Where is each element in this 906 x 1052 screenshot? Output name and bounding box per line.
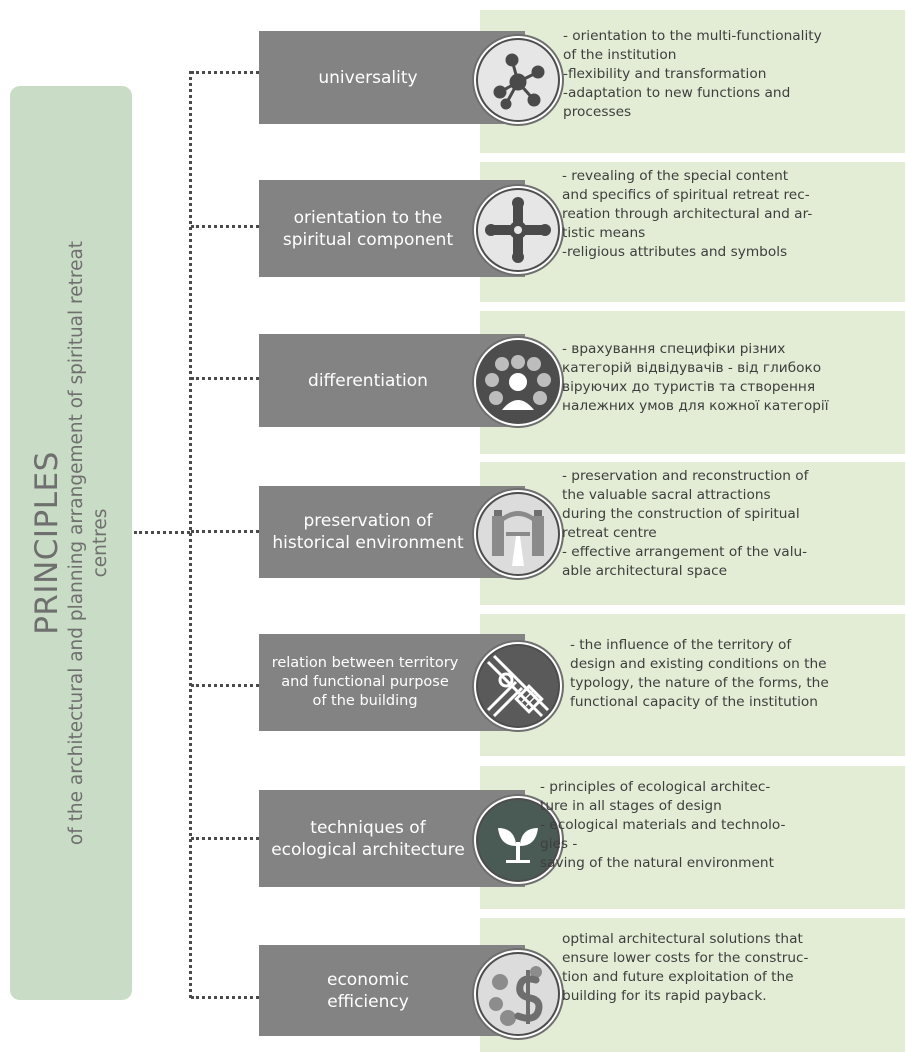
branch-connector <box>191 71 259 74</box>
principle-label: techniques of ecological architecture <box>271 817 465 860</box>
site-plan-icon <box>474 642 562 730</box>
principle-description: - principles of ecological architec- tur… <box>540 779 786 871</box>
main-horizontal-connector <box>134 531 190 534</box>
principle-description: - revealing of the special content and s… <box>562 168 813 260</box>
principle-label: preservation of historical environment <box>272 511 464 553</box>
branch-connector <box>191 225 259 228</box>
branch-connector <box>191 530 259 533</box>
principles-title: PRINCIPLES <box>29 451 65 635</box>
principle-description: - orientation to the multi-functionality… <box>563 28 822 120</box>
principle-description: - preservation and reconstruction of the… <box>562 468 809 579</box>
branch-connector <box>191 377 259 380</box>
vertical-trunk-connector <box>189 71 192 998</box>
cross-icon <box>474 186 562 274</box>
branch-connector <box>191 684 259 687</box>
principles-subtitle-line-1: of the architectural and planning arrang… <box>66 240 87 846</box>
principles-title-block: PRINCIPLES of the architectural and plan… <box>29 78 113 1008</box>
principle-label: economic efficiency <box>326 969 409 1012</box>
branch-connector <box>191 996 259 999</box>
principle-description: - врахування специфіки різних категорій … <box>562 341 829 414</box>
principles-panel <box>10 86 132 1000</box>
network-nodes-icon <box>474 36 562 124</box>
principles-subtitle-line-2: centres <box>90 508 111 578</box>
principle-label: differentiation <box>308 370 428 391</box>
principle-description: - the influence of the territory of desi… <box>570 637 829 710</box>
dollar-coin-icon <box>474 950 562 1038</box>
principle-label: orientation to the spiritual component <box>282 207 454 250</box>
historic-gate-icon <box>474 490 562 578</box>
principle-description: optimal architectural solutions that ens… <box>562 931 809 1004</box>
sprout-icon <box>474 796 562 884</box>
branch-connector <box>191 837 259 840</box>
principle-label: relation between territory and functiona… <box>271 655 459 709</box>
people-group-icon <box>474 338 562 426</box>
principle-label: universality <box>318 67 418 88</box>
